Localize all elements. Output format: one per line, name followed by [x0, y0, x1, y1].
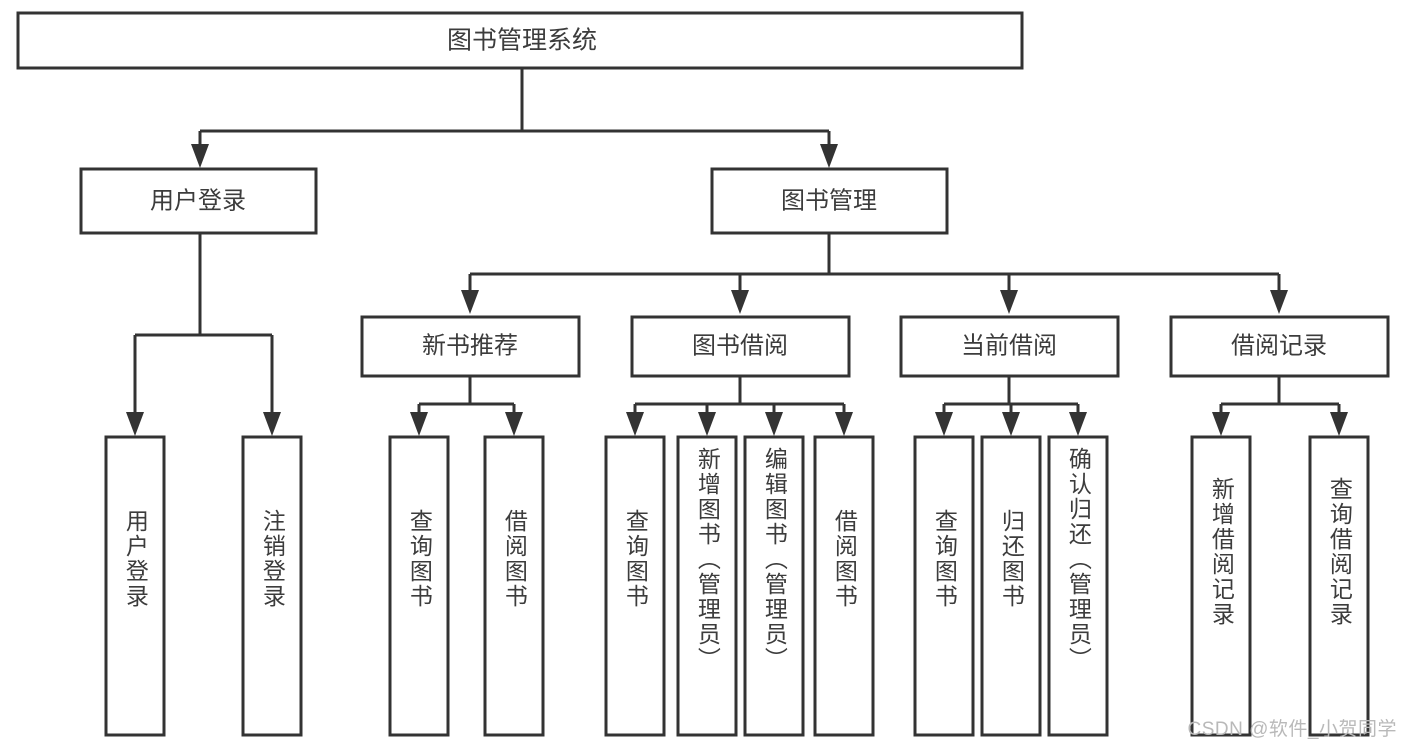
node-user-login[interactable]: 用户登录: [79, 167, 318, 235]
arrowhead-leaf-query-book-3: [935, 412, 953, 436]
node-new-book-recommend-label: 新书推荐: [422, 332, 518, 359]
edges-root-to-level2: [191, 68, 838, 168]
leaf-add-record-box[interactable]: [1190, 435, 1252, 737]
edges-user-login-to-leaves: [126, 233, 281, 436]
leaf-query-book-2-box[interactable]: [604, 435, 666, 737]
leaf-add-book-box[interactable]: [676, 435, 738, 737]
arrowhead-book-management: [820, 144, 838, 168]
node-root[interactable]: 图书管理系统: [16, 11, 1024, 70]
edges-book-borrow-to-leaves: [626, 376, 853, 436]
arrowhead-leaf-add-book: [698, 412, 716, 436]
arrowhead-current-borrow: [1000, 290, 1018, 314]
node-user-login-box[interactable]: [79, 167, 318, 235]
leaf-confirm-return-box[interactable]: [1047, 435, 1109, 737]
arrowhead-leaf-user-login: [126, 412, 144, 436]
leaf-edit-book-box[interactable]: [743, 435, 805, 737]
leaf-query-book-1-box[interactable]: [388, 435, 450, 737]
edges-borrow-record-to-leaves: [1212, 376, 1348, 436]
arrowhead-leaf-query-book-1: [410, 412, 428, 436]
node-borrow-record-label: 借阅记录: [1231, 332, 1327, 359]
leaf-borrow-book-1-box[interactable]: [483, 435, 545, 737]
node-user-login-label: 用户登录: [150, 187, 246, 214]
edges-new-book-recommend-to-leaves: [410, 376, 523, 436]
node-book-management-box[interactable]: [710, 167, 949, 235]
edges-current-borrow-to-leaves: [935, 376, 1087, 436]
arrowhead-leaf-query-record: [1330, 412, 1348, 436]
leaf-user-logout-box[interactable]: [241, 435, 303, 737]
edges-book-management-to-level3: [461, 233, 1288, 314]
leaf-query-book-3-box[interactable]: [913, 435, 975, 737]
arrowhead-leaf-user-logout: [263, 412, 281, 436]
node-book-borrow-box[interactable]: [630, 315, 851, 378]
node-current-borrow-label: 当前借阅: [961, 332, 1057, 359]
arrowhead-leaf-query-book-2: [626, 412, 644, 436]
node-root-label: 图书管理系统: [447, 27, 597, 55]
arrowhead-leaf-borrow-book-1: [505, 412, 523, 436]
arrowhead-book-borrow: [731, 290, 749, 314]
leaf-user-login-box[interactable]: [104, 435, 166, 737]
node-book-management[interactable]: 图书管理: [710, 167, 949, 235]
arrowhead-new-book-recommend: [461, 290, 479, 314]
leaf-borrow-book-2-box[interactable]: [813, 435, 875, 737]
node-book-management-label: 图书管理: [781, 187, 877, 214]
node-new-book-recommend[interactable]: 新书推荐: [360, 315, 581, 378]
node-book-borrow[interactable]: 图书借阅: [630, 315, 851, 378]
node-book-borrow-label: 图书借阅: [692, 332, 788, 359]
leaf-boxes: [104, 435, 1370, 737]
node-borrow-record-box[interactable]: [1169, 315, 1390, 378]
arrowhead-user-login: [191, 144, 209, 168]
arrowhead-leaf-borrow-book-2: [835, 412, 853, 436]
watermark-text: CSDN @软件_小贺同学: [1187, 719, 1397, 740]
node-borrow-record[interactable]: 借阅记录: [1169, 315, 1390, 378]
node-current-borrow-box[interactable]: [899, 315, 1120, 378]
arrowhead-leaf-add-record: [1212, 412, 1230, 436]
arrowhead-leaf-return-book: [1002, 412, 1020, 436]
node-new-book-recommend-box[interactable]: [360, 315, 581, 378]
arrowhead-borrow-record: [1270, 290, 1288, 314]
arrowhead-leaf-confirm-return: [1069, 412, 1087, 436]
node-current-borrow[interactable]: 当前借阅: [899, 315, 1120, 378]
leaf-return-book-box[interactable]: [980, 435, 1042, 737]
leaf-query-record-box[interactable]: [1308, 435, 1370, 737]
arrowhead-leaf-edit-book: [765, 412, 783, 436]
node-root-box[interactable]: [16, 11, 1024, 70]
